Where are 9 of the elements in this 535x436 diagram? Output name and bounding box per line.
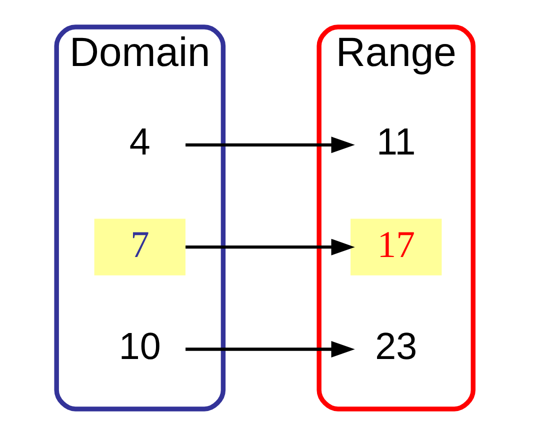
arrow — [185, 136, 354, 154]
node-text: 10 — [118, 325, 160, 367]
arrow — [185, 340, 354, 358]
node-text: 4 — [128, 120, 150, 163]
node-box: 17 — [350, 218, 442, 276]
node-box: 7 — [94, 218, 185, 276]
arrow — [185, 238, 354, 256]
node-text: 11 — [376, 120, 416, 163]
node-text: 23 — [374, 325, 417, 367]
